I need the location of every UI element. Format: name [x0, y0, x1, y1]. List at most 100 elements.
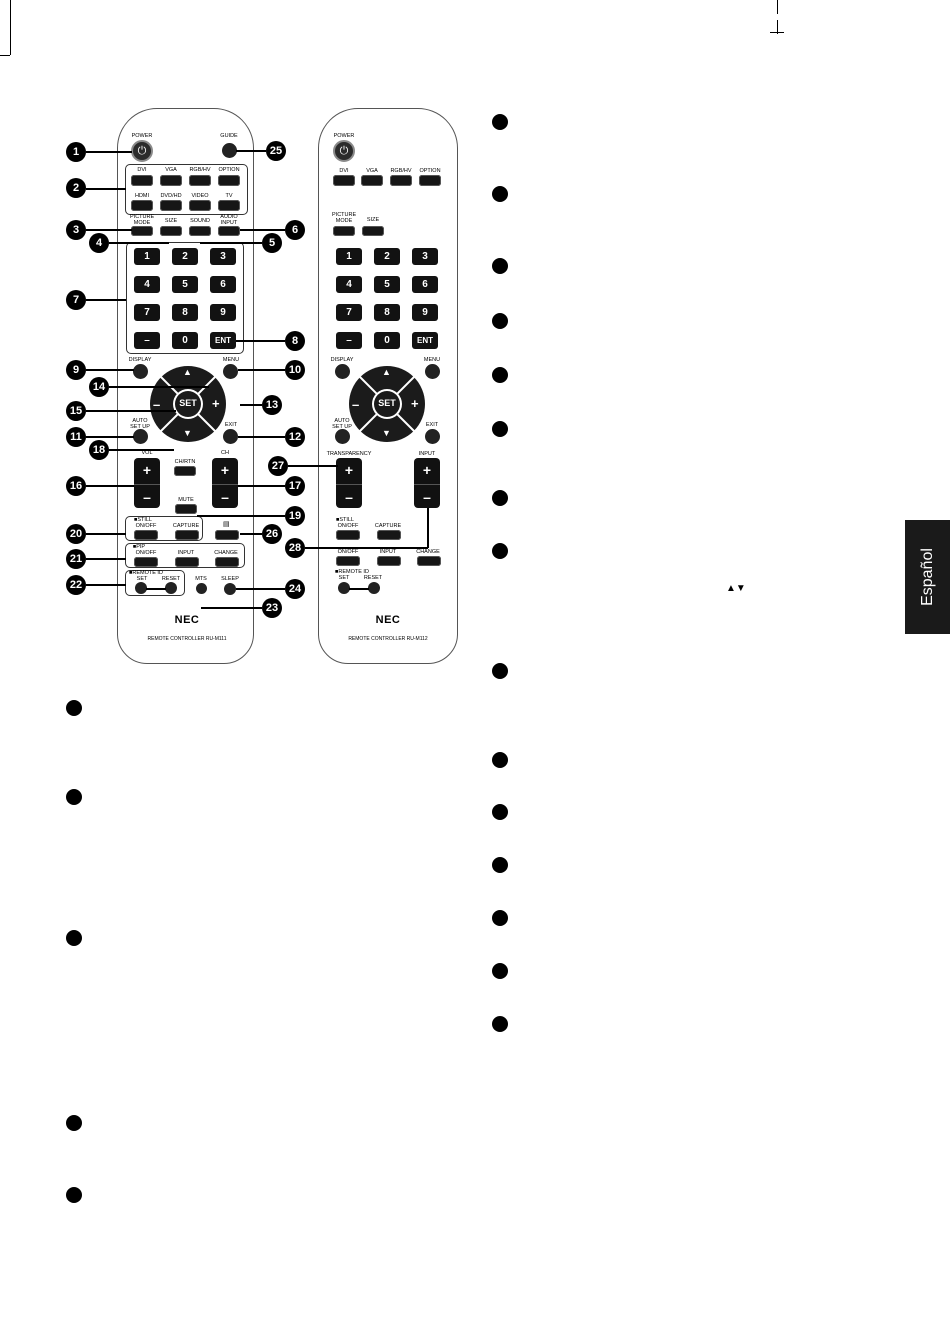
- transparency-up[interactable]: +: [344, 461, 354, 478]
- key-6[interactable]: 6: [210, 276, 236, 293]
- power-button[interactable]: ⏻: [333, 140, 355, 162]
- dpad-up-icon[interactable]: ▲: [382, 367, 391, 377]
- set-button-label[interactable]: SET: [378, 398, 396, 408]
- vga-button[interactable]: [361, 175, 383, 186]
- key-9[interactable]: 9: [412, 304, 438, 321]
- pip-onoff-button[interactable]: [134, 557, 158, 567]
- auto-setup-button[interactable]: [335, 429, 350, 444]
- dpad-plus[interactable]: +: [212, 396, 220, 411]
- id-reset-button[interactable]: [165, 582, 177, 594]
- callout-24: 24: [285, 579, 305, 599]
- key-7[interactable]: 7: [134, 304, 160, 321]
- dpad-plus[interactable]: +: [411, 396, 419, 411]
- dpad[interactable]: [347, 362, 427, 446]
- display-button[interactable]: [133, 364, 148, 379]
- ch-rocker[interactable]: +–: [212, 458, 238, 508]
- sound-button[interactable]: [189, 226, 211, 236]
- key-2[interactable]: 2: [172, 248, 198, 265]
- teletext-button[interactable]: [215, 530, 239, 540]
- key-8[interactable]: 8: [374, 304, 400, 321]
- vol-up[interactable]: +: [142, 461, 152, 478]
- key-1[interactable]: 1: [336, 248, 362, 265]
- change-button[interactable]: [215, 557, 239, 567]
- menu-button[interactable]: [223, 364, 238, 379]
- key-5[interactable]: 5: [374, 276, 400, 293]
- tv-button[interactable]: [218, 200, 240, 211]
- dvi-button[interactable]: [131, 175, 153, 186]
- vga-button[interactable]: [160, 175, 182, 186]
- crop-mark: [777, 0, 778, 14]
- auto-setup-button[interactable]: [133, 429, 148, 444]
- input-down[interactable]: –: [414, 484, 440, 508]
- capture-button[interactable]: [377, 530, 401, 540]
- option-button[interactable]: [419, 175, 441, 186]
- ent-button[interactable]: ENT: [210, 332, 236, 349]
- id-set-button[interactable]: [338, 582, 350, 594]
- still-onoff-button[interactable]: [336, 530, 360, 540]
- dpad-minus[interactable]: –: [153, 397, 161, 412]
- key-dash[interactable]: –: [134, 332, 160, 349]
- ch-up[interactable]: +: [220, 461, 230, 478]
- dpad-up-icon[interactable]: ▲: [183, 367, 192, 377]
- capture-button[interactable]: [175, 530, 199, 540]
- mute-button[interactable]: [175, 504, 197, 514]
- key-7[interactable]: 7: [336, 304, 362, 321]
- display-label: DISPLAY: [128, 357, 152, 363]
- key-3[interactable]: 3: [412, 248, 438, 265]
- ch-down[interactable]: –: [212, 484, 238, 508]
- key-4[interactable]: 4: [336, 276, 362, 293]
- transparency-down[interactable]: –: [336, 484, 362, 508]
- dpad-down-icon[interactable]: ▼: [183, 428, 192, 438]
- vol-down[interactable]: –: [134, 484, 160, 508]
- audio-input-button[interactable]: [218, 226, 240, 236]
- key-8[interactable]: 8: [172, 304, 198, 321]
- key-6[interactable]: 6: [412, 276, 438, 293]
- size-button[interactable]: [362, 226, 384, 236]
- vol-rocker[interactable]: +–: [134, 458, 160, 508]
- key-0[interactable]: 0: [172, 332, 198, 349]
- option-button[interactable]: [218, 175, 240, 186]
- dpad-down-icon[interactable]: ▼: [382, 428, 391, 438]
- sleep-button[interactable]: [224, 583, 236, 595]
- key-2[interactable]: 2: [374, 248, 400, 265]
- size-button[interactable]: [160, 226, 182, 236]
- exit-button[interactable]: [223, 429, 238, 444]
- id-set-button[interactable]: [135, 582, 147, 594]
- id-reset-button[interactable]: [368, 582, 380, 594]
- picture-mode-button[interactable]: [131, 226, 153, 236]
- dvdhd-button[interactable]: [160, 200, 182, 211]
- nec-logo: NEC: [174, 614, 200, 626]
- display-button[interactable]: [335, 364, 350, 379]
- key-dash[interactable]: –: [336, 332, 362, 349]
- rgbhv-button[interactable]: [390, 175, 412, 186]
- rgbhv-button[interactable]: [189, 175, 211, 186]
- capture-label: CAPTURE: [172, 523, 200, 529]
- dvi-button[interactable]: [333, 175, 355, 186]
- pip-input-button[interactable]: [175, 557, 199, 567]
- dpad-minus[interactable]: –: [352, 397, 360, 412]
- input-rocker[interactable]: +–: [414, 458, 440, 508]
- key-1[interactable]: 1: [134, 248, 160, 265]
- ent-button[interactable]: ENT: [412, 332, 438, 349]
- video-button[interactable]: [189, 200, 211, 211]
- key-4[interactable]: 4: [134, 276, 160, 293]
- change-button[interactable]: [417, 556, 441, 566]
- guide-button[interactable]: [222, 143, 237, 158]
- picture-mode-button[interactable]: [333, 226, 355, 236]
- set-button-label[interactable]: SET: [179, 398, 197, 408]
- key-5[interactable]: 5: [172, 276, 198, 293]
- still-onoff-button[interactable]: [134, 530, 158, 540]
- transparency-rocker[interactable]: +–: [336, 458, 362, 508]
- input-up[interactable]: +: [422, 461, 432, 478]
- power-button[interactable]: ⏻: [131, 140, 153, 162]
- hdmi-button[interactable]: [131, 200, 153, 211]
- pip-input-button[interactable]: [377, 556, 401, 566]
- key-3[interactable]: 3: [210, 248, 236, 265]
- pip-onoff-button[interactable]: [336, 556, 360, 566]
- mts-button[interactable]: [196, 583, 207, 594]
- exit-button[interactable]: [425, 429, 440, 444]
- key-9[interactable]: 9: [210, 304, 236, 321]
- key-0[interactable]: 0: [374, 332, 400, 349]
- ch-rtn-button[interactable]: [174, 466, 196, 476]
- menu-button[interactable]: [425, 364, 440, 379]
